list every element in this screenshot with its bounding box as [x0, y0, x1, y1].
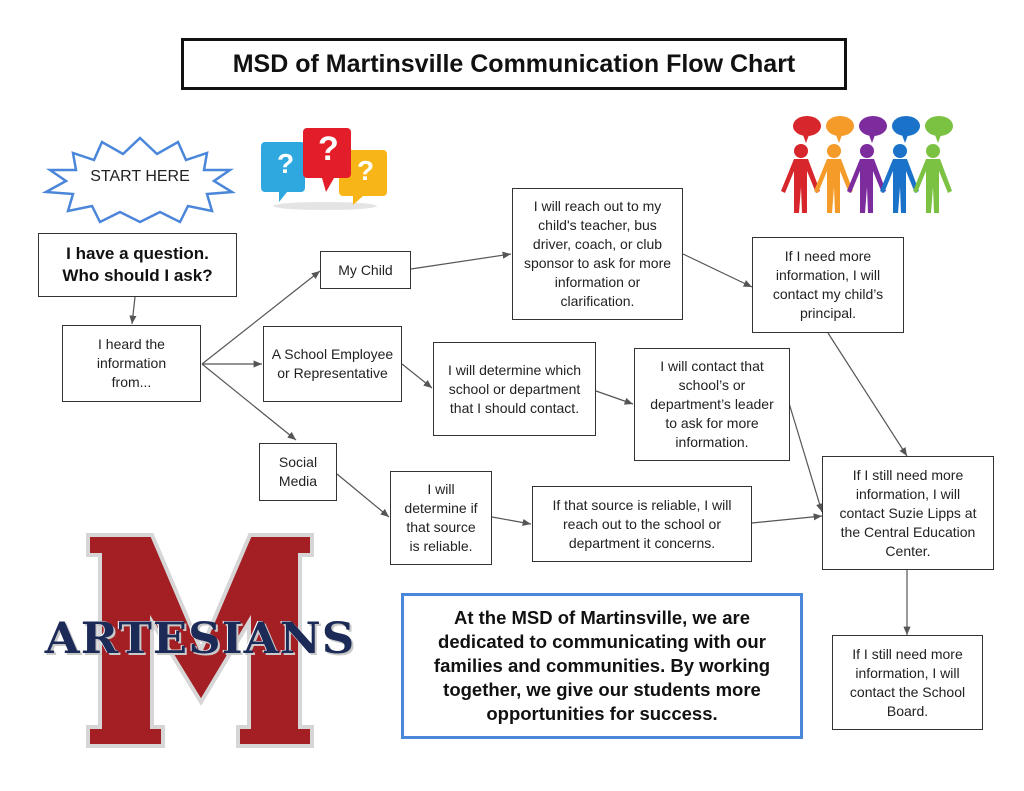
node-determine-school: I will determine which school or departm… [433, 342, 596, 436]
edge-social-to-reliable [336, 473, 390, 518]
question-line-1: I have a question. [66, 244, 209, 263]
question-mark-yellow: ? [357, 155, 375, 186]
logo-artesians-text: ARTESIANS [44, 613, 356, 664]
edge-heard-to-mychild [201, 270, 321, 365]
node-contact-leader: I will contact that school’s or departme… [634, 348, 790, 461]
node-contact-suzie: If I still need more information, I will… [822, 456, 994, 570]
start-here-label: START HERE [90, 168, 190, 185]
node-contact-board: If I still need more information, I will… [832, 635, 983, 730]
page-title: MSD of Martinsville Communication Flow C… [181, 38, 847, 90]
edge-mychild-to-teacher [410, 251, 512, 270]
question-line-2: Who should I ask? [62, 266, 213, 285]
question-mark-blue: ? [277, 148, 295, 179]
node-heard-from: I heard the information from... [62, 325, 201, 402]
node-my-child: My Child [320, 251, 411, 289]
edge-reliable-to-source [491, 516, 532, 527]
node-reach-teacher: I will reach out to my child's teacher, … [512, 188, 683, 320]
question-mark-red: ? [318, 130, 339, 168]
node-contact-principal: If I need more information, I will conta… [752, 237, 904, 333]
node-source-reliable: If that source is reliable, I will reach… [532, 486, 752, 562]
node-determine-reliable: I will determine if that source is relia… [390, 471, 492, 565]
edge-employee-to-determine [401, 363, 433, 389]
edge-teacher-to-principal [682, 253, 753, 288]
node-social-media: Social Media [259, 443, 337, 501]
edge-source-to-suzie [751, 513, 823, 524]
node-school-employee: A School Employee or Representative [263, 326, 402, 402]
edge-principal-to-suzie [827, 332, 908, 457]
edge-determine-to-leader [595, 390, 634, 405]
question-box: I have a question. Who should I ask? [38, 233, 237, 297]
mission-statement: At the MSD of Martinsville, we are dedic… [401, 593, 803, 739]
edge-leader-to-suzie [788, 402, 824, 513]
edge-question-to-heard [129, 296, 137, 325]
edge-heard-to-social [201, 363, 297, 441]
